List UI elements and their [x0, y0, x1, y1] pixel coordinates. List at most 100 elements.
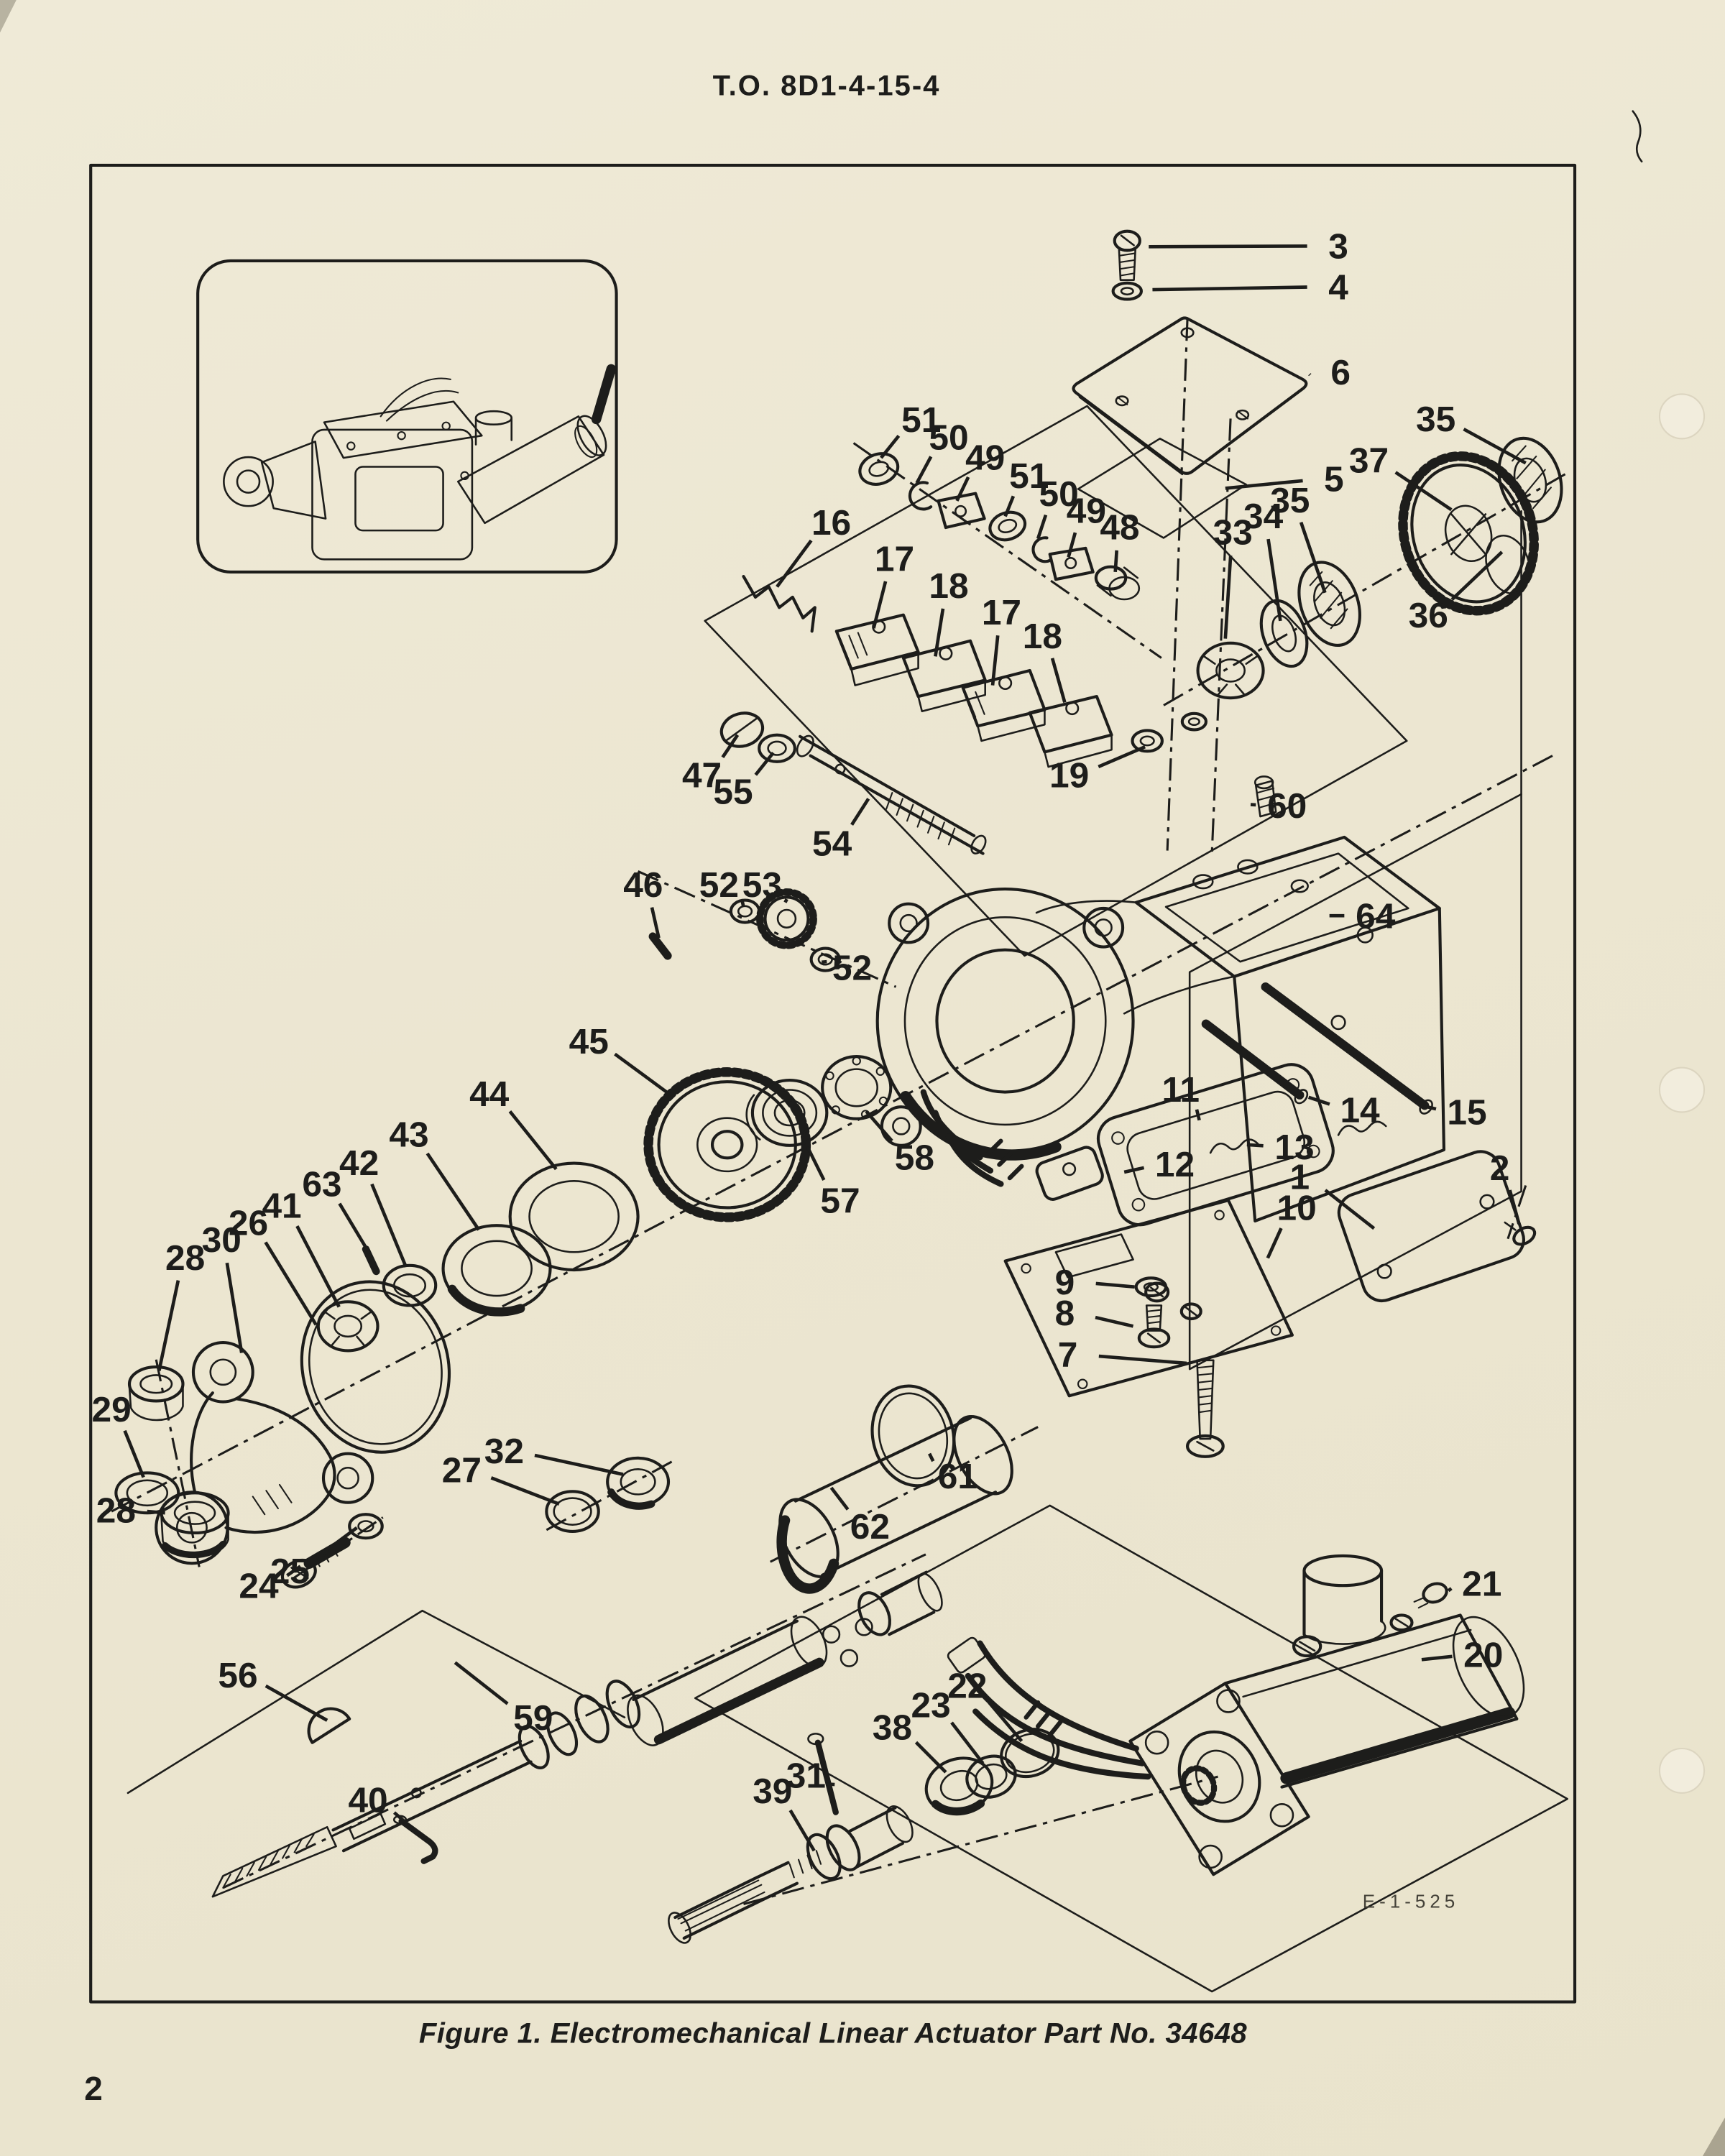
svg-text:35: 35: [1416, 399, 1455, 439]
svg-text:52: 52: [832, 948, 872, 988]
svg-text:10: 10: [1277, 1188, 1317, 1228]
retainer-clip: [398, 1818, 438, 1864]
svg-text:16: 16: [811, 502, 851, 543]
callout-30: 30: [202, 1220, 244, 1353]
svg-text:12: 12: [1155, 1144, 1195, 1184]
callout-22: 22: [947, 1666, 1024, 1743]
punch-hole: [1658, 1747, 1706, 1794]
callout-19: 19: [1049, 745, 1146, 796]
fork-bolt-and-washer: [280, 1513, 384, 1589]
center-axes: [111, 318, 1566, 1905]
svg-text:3: 3: [1328, 226, 1348, 267]
retaining-clips: [1209, 1120, 1387, 1154]
callout-20: 20: [1421, 1634, 1503, 1674]
callout-50: 50: [1036, 474, 1079, 540]
callout-56: 56: [218, 1655, 328, 1722]
svg-text:15: 15: [1447, 1092, 1486, 1133]
callout-44: 44: [469, 1074, 558, 1171]
callout-51: 51: [1003, 456, 1049, 517]
callout-5: 5: [1225, 459, 1344, 499]
callout-55: 55: [713, 751, 775, 811]
callout-28: 28: [157, 1238, 205, 1371]
callout-10: 10: [1266, 1188, 1317, 1259]
cover-screw-and-washer: [1111, 229, 1143, 301]
gear-train-stack: [1196, 436, 1563, 700]
woodruff-key: [307, 1707, 351, 1744]
svg-text:57: 57: [820, 1181, 860, 1221]
svg-text:28: 28: [165, 1238, 205, 1278]
assembled-actuator-inset: [196, 259, 618, 573]
svg-text:42: 42: [339, 1143, 379, 1183]
figure-border: [89, 163, 1577, 2004]
svg-text:43: 43: [389, 1115, 428, 1155]
svg-text:18: 18: [929, 566, 968, 606]
svg-text:23: 23: [911, 1685, 951, 1726]
callout-53: 53: [742, 865, 788, 905]
punch-hole: [1658, 1067, 1706, 1113]
svg-text:52: 52: [699, 865, 739, 905]
svg-text:33: 33: [1213, 512, 1253, 553]
callout-52: 52: [699, 865, 745, 908]
callout-37: 37: [1349, 441, 1453, 512]
svg-text:5: 5: [1324, 459, 1344, 499]
callout-32: 32: [484, 1431, 624, 1476]
svg-text:17: 17: [875, 539, 914, 579]
callout-29: 29: [92, 1389, 145, 1478]
callout-38: 38: [873, 1707, 947, 1774]
switch-brackets: [834, 613, 1113, 768]
callout-28: 28: [96, 1490, 165, 1530]
callout-49: 49: [1067, 491, 1106, 558]
housing-gasket: [1096, 1063, 1335, 1227]
svg-text:41: 41: [262, 1186, 301, 1226]
svg-text:27: 27: [442, 1450, 482, 1491]
callout-48: 48: [1100, 507, 1140, 573]
callout-46: 46: [623, 865, 663, 939]
callout-58: 58: [865, 1110, 934, 1178]
svg-text:54: 54: [812, 824, 852, 864]
svg-text:34: 34: [1243, 496, 1284, 536]
callout-40: 40: [348, 1780, 414, 1830]
ball-screw-assembly: [211, 1570, 943, 1898]
clutch-and-retainers: [300, 1161, 640, 1454]
svg-text:51: 51: [901, 400, 941, 440]
svg-text:59: 59: [513, 1697, 553, 1738]
page-number: 2: [84, 2070, 103, 2107]
callout-17: 17: [872, 539, 914, 629]
callout-34: 34: [1243, 496, 1284, 622]
callout-7: 7: [1058, 1335, 1187, 1375]
callout-49: 49: [955, 437, 1005, 502]
svg-text:28: 28: [96, 1490, 136, 1530]
threaded-shaft: [796, 734, 987, 855]
set-screw: [1254, 775, 1277, 818]
oring-and-bearing: [545, 1456, 671, 1533]
callout-42: 42: [339, 1143, 408, 1268]
callout-17: 17: [982, 592, 1021, 686]
callout-21: 21: [1447, 1563, 1501, 1603]
svg-text:22: 22: [947, 1666, 987, 1706]
svg-text:40: 40: [348, 1780, 387, 1820]
svg-text:64: 64: [1356, 896, 1396, 936]
svg-text:38: 38: [873, 1707, 912, 1747]
callout-8: 8: [1055, 1293, 1134, 1333]
svg-text:49: 49: [965, 437, 1005, 477]
callout-50: 50: [915, 418, 969, 484]
idler-gear-set: [648, 888, 841, 972]
svg-text:35: 35: [1270, 480, 1310, 520]
drawing-code: E-1-525: [1362, 1890, 1460, 1912]
callout-9: 9: [1055, 1262, 1135, 1302]
callout-51: 51: [880, 400, 941, 459]
callout-26: 26: [229, 1202, 318, 1326]
svg-text:51: 51: [1009, 456, 1049, 496]
svg-text:36: 36: [1409, 595, 1448, 635]
svg-text:47: 47: [682, 755, 722, 796]
trunnion-fork: [155, 1340, 374, 1565]
ball-nut-and-bearing: [745, 1055, 893, 1147]
callout-2: 2: [1490, 1148, 1521, 1225]
svg-text:31: 31: [786, 1756, 826, 1796]
callout-4: 4: [1152, 267, 1348, 307]
callout-3: 3: [1149, 226, 1348, 267]
svg-text:11: 11: [1162, 1069, 1200, 1110]
output-shaft: [668, 1733, 914, 1944]
